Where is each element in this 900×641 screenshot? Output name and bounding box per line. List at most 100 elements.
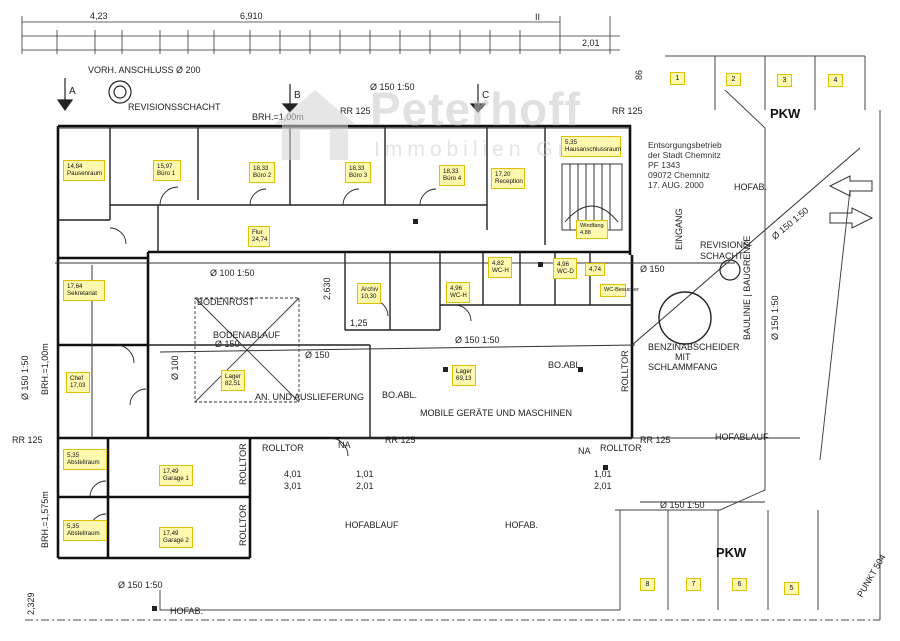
room-area: 10,30 [361,293,377,301]
dim-201-top: 2,01 [582,38,600,48]
company-address: Entsorgungsbetrieb der Stadt Chemnitz PF… [648,140,722,190]
company-line: Entsorgungsbetrieb [648,140,722,150]
rr125-bottom-right-label: RR 125 [640,435,671,445]
brh-left-label-2: BRH.=1,575m [40,491,50,548]
room-tag-buero1: 15,97 Büro 1 [153,160,181,181]
benzinabscheider-mit-label: MIT [675,352,691,362]
pkw-label-top: PKW [770,106,801,121]
pipe-150-left-label: Ø 150 1:50 [20,355,30,400]
parking-slot-8: 8 [640,578,655,591]
schlammfang-label: SCHLAMMFANG [648,362,718,372]
room-tag-reception: 17,20 Reception [491,168,525,189]
rolltor-label-2: ROLLTOR [600,443,642,453]
rolltor-label-4: ROLLTOR [238,504,248,546]
hofab-bottom-label: HOFAB. [505,520,538,530]
entry-arrows [828,175,874,229]
dim-101-right-label: 1,01 [594,469,612,479]
schacht-label: SCHACHT [700,251,744,261]
room-area: 17,20 [495,171,511,178]
room-name: Büro 4 [443,175,462,183]
hofablauf-right-label: HOFABLAUF [715,432,769,442]
dim-101-label: 1,01 [356,469,374,479]
hofablauf-bottom-label: HOFABLAUF [345,520,399,530]
room-tag-lager-1: Lager 82,51 [221,370,245,391]
pipe-100-label: Ø 100 1:50 [210,268,255,278]
dim-401-label: 4,01 [284,469,302,479]
room-name: Windfang [580,223,604,229]
room-area: 4,88 [580,229,591,236]
hofab-right-label: HOFAB. [734,182,767,192]
room-tag-wc-besucher: WC-Besucher [600,284,639,297]
parking-slot-1: 1 [670,72,685,85]
room-area: 24,74 [252,236,268,244]
room-area: 18,33 [349,165,365,172]
rr125-top-label: RR 125 [340,106,371,116]
company-line: der Stadt Chemnitz [648,150,721,160]
room-tag-hausanschlussraum: 5,35 Hausanschlussraum [561,136,621,157]
benzinabscheider-label: BENZINABSCHEIDER [648,342,740,352]
revisionsschacht-label: REVISIONSSCHACHT [128,102,221,112]
dim-423: 4,23 [90,11,108,21]
room-name: Büro 3 [349,172,368,180]
dim-6910: 6,910 [240,11,263,21]
top-dimension-chain [21,16,620,54]
room-tag-wc-474: 4,74 [585,263,605,277]
room-tag-abstellraum-1: 5,35 Abstellraum [63,449,107,470]
bodenablauf-label: BODENABLAUF [213,330,281,340]
an-auslieferung-label: AN. UND AUSLIEFERUNG [255,392,364,402]
room-tag-wc-d: 4,96 WC-D [553,258,577,279]
room-area: 5,35 [565,139,578,146]
room-name: WC-H [450,292,467,300]
room-name: Büro 1 [157,170,176,178]
baulinie-label: BAULINIE | BAUGRENZE [742,236,752,340]
dim-201-right-label: 2,01 [594,481,612,491]
na-label-1: NA [338,440,351,450]
room-tag-flur: Flur 24,74 [248,226,270,247]
hofab-bottom-left-label: HOFAB. [170,606,203,616]
room-area: 69,13 [456,375,472,383]
rr125-bottom-label: RR 125 [385,435,416,445]
room-name: Pausenraum [67,170,103,178]
parking-slot-3: 3 [777,74,792,87]
room-area: 17,49 [163,530,179,537]
room-area: 15,97 [157,163,173,170]
rolltor-label-1: ROLLTOR [262,443,304,453]
section-letter-a: A [69,86,76,97]
room-name: WC-Besucher [604,287,639,293]
pipe-150-right-vertical-label: Ø 150 1:50 [770,295,780,340]
room-tag-buero4: 18,33 Büro 4 [439,165,465,186]
pkw-label-bottom: PKW [716,545,747,560]
section-letter-c: C [482,90,489,101]
room-tag-pausenraum: 14,84 Pausenraum [63,160,105,181]
dim-86-label: 86 [634,70,644,80]
room-area: 14,84 [67,163,83,170]
company-line: 17. AUG. 2000 [648,180,704,190]
room-tag-archiv: Archiv 10,30 [357,283,381,304]
dim-301-label: 3,01 [284,481,302,491]
na-label-2: NA [578,446,591,456]
revisionsschacht-right-symbol [719,259,741,281]
company-line: 09072 Chemnitz [648,170,710,180]
room-name: Abstellraum [67,530,100,538]
vorh-anschluss-label: VORH. ANSCHLUSS Ø 200 [88,65,201,75]
brh-left-label-1: BRH.=1,00m [40,343,50,395]
room-name: Büro 2 [253,172,272,180]
parking-slot-6: 6 [732,578,747,591]
room-name: Lager [225,373,241,380]
room-name: Hausanschlussraum [565,146,622,154]
bo-abl-label: BO.ABL. [382,390,417,400]
pipe-150-top-label: Ø 150 1:50 [370,82,415,92]
revisionsschacht-symbol [108,80,132,104]
rolltor-label-5: ROLLTOR [620,350,630,392]
parking-slot-2: 2 [726,73,741,86]
parking-slot-4: 4 [828,74,843,87]
room-name: Flur [252,229,263,236]
revisionsschacht-right-label: REVISIONS- [700,240,752,250]
property-boundary [25,55,881,621]
room-area: 4,74 [589,266,602,273]
room-tag-sekretariat: 17,64 Sekretariat [63,280,105,301]
pipe-150b-label: Ø 150 [215,339,240,349]
pipe-150-mid2-label: Ø 150 1:50 [455,335,500,345]
dim-201-label: 2,01 [356,481,374,491]
